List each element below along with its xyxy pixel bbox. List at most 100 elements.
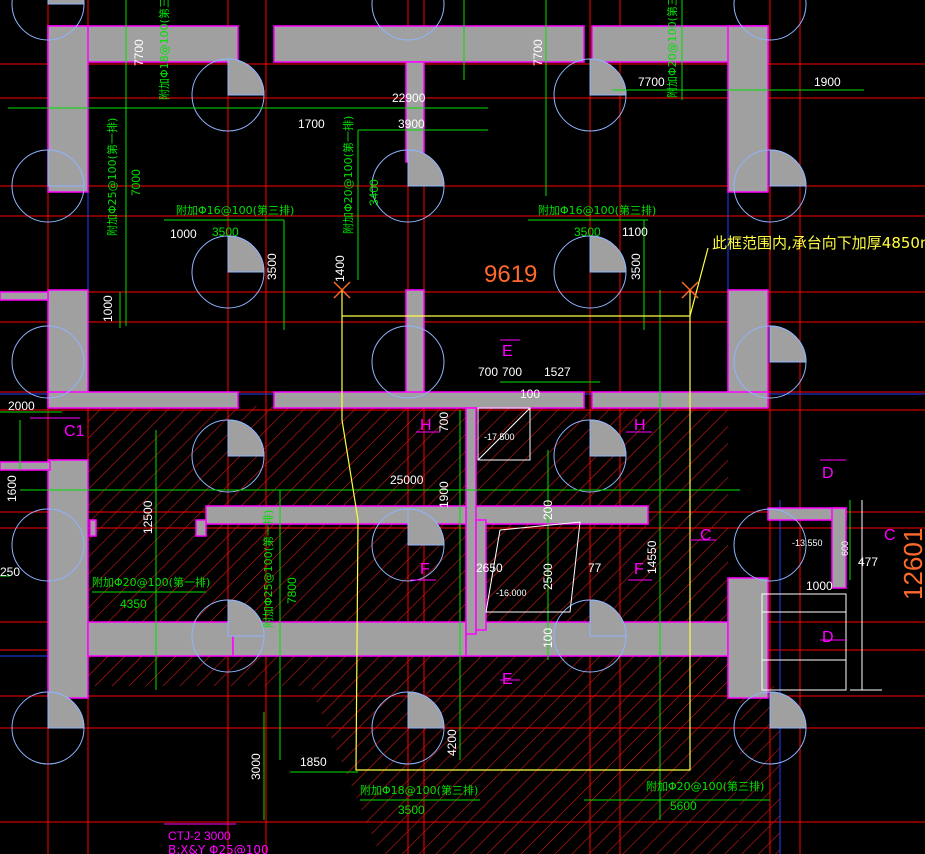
section-mark: F bbox=[634, 561, 644, 578]
section-mark: C bbox=[884, 527, 896, 544]
rebar-label: 附加Φ20@100(第一排) bbox=[341, 116, 355, 234]
rebar-label: 附加Φ20@100(第三排) bbox=[646, 779, 764, 793]
pile bbox=[371, 149, 445, 223]
dim-text: 77 bbox=[588, 561, 602, 575]
dim-text: 7700 bbox=[132, 39, 146, 66]
pile bbox=[553, 599, 627, 673]
dim-text: 1100 bbox=[622, 225, 648, 239]
pile bbox=[11, 0, 85, 41]
dim-text: 2500 bbox=[541, 563, 555, 590]
dim-text: 5600 bbox=[670, 799, 697, 813]
rebar-label: 附加Φ25@100(第一排) bbox=[105, 118, 119, 236]
section-mark: F bbox=[420, 561, 430, 578]
dim-text: 700 bbox=[502, 365, 522, 379]
dim-text: 600 bbox=[840, 541, 850, 556]
dim-text: 100 bbox=[520, 387, 540, 401]
pile bbox=[371, 508, 445, 582]
elevation-label: -16.000 bbox=[496, 588, 527, 598]
dim-text: 12500 bbox=[141, 500, 155, 534]
dim-text: 7000 bbox=[129, 169, 143, 196]
dim-text: 7700 bbox=[638, 75, 665, 89]
dim-text: 477 bbox=[858, 555, 878, 569]
rebar-label: 附加Φ20@100(第三排) bbox=[665, 0, 679, 98]
rebar-label: 附加Φ20@100(第一排) bbox=[92, 575, 210, 589]
dim-text: 25000 bbox=[390, 473, 424, 487]
rebar-label: 附加Φ18@100(第三排) bbox=[157, 0, 171, 100]
dim-text: 22900 bbox=[392, 91, 426, 105]
rebar-label: 附加Φ16@100(第三排) bbox=[176, 203, 294, 217]
dim-text: 250 bbox=[0, 565, 20, 579]
dim-text: 3500 bbox=[265, 253, 279, 280]
pile bbox=[733, 691, 807, 765]
dim-text: 1400 bbox=[333, 255, 347, 282]
pile bbox=[371, 0, 445, 41]
dim-text: 1600 bbox=[5, 475, 19, 502]
section-mark: D bbox=[822, 465, 834, 482]
dim-text: 1700 bbox=[298, 117, 325, 131]
pile bbox=[553, 419, 627, 493]
dim-text: 3400 bbox=[367, 179, 381, 206]
dim-text: 3500 bbox=[398, 803, 425, 817]
dim-text: 3500 bbox=[629, 253, 643, 280]
section-mark: C1 bbox=[64, 423, 85, 440]
pile bbox=[733, 508, 807, 582]
pile-cap-rebar-tag: B:X&Y Φ25@100 bbox=[168, 843, 269, 854]
pile bbox=[371, 691, 445, 765]
pile bbox=[191, 419, 265, 493]
pile bbox=[11, 508, 85, 582]
section-lines bbox=[30, 339, 846, 825]
section-mark: C bbox=[700, 527, 712, 544]
dim-text: 700 bbox=[478, 365, 498, 379]
dim-text: 3900 bbox=[398, 117, 425, 131]
dim-text: 1850 bbox=[300, 755, 327, 769]
thickening-note: 此框范围内,承台向下加厚4850m bbox=[712, 234, 925, 252]
dim-text: 7800 bbox=[285, 577, 299, 604]
pile bbox=[553, 235, 627, 309]
detail-box bbox=[761, 500, 882, 691]
dim-text: 1000 bbox=[101, 295, 115, 322]
elevation-label: -17.500 bbox=[484, 432, 515, 442]
section-mark: H bbox=[420, 417, 432, 434]
dimension-lines bbox=[0, 0, 864, 820]
pile bbox=[553, 58, 627, 132]
dim-text: 200 bbox=[541, 500, 555, 520]
detail-lines bbox=[477, 407, 581, 613]
pile bbox=[191, 235, 265, 309]
dim-text: 3500 bbox=[212, 225, 239, 239]
pile bbox=[371, 325, 445, 399]
pile bbox=[191, 599, 265, 673]
pile bbox=[733, 0, 807, 41]
side-dimension: 12601 bbox=[898, 528, 925, 600]
dim-text: 1527 bbox=[544, 365, 571, 379]
pile bbox=[11, 149, 85, 223]
dim-text: 14550 bbox=[645, 540, 659, 574]
pile bbox=[191, 58, 265, 132]
dim-text: 100 bbox=[541, 628, 555, 648]
cross-markers bbox=[333, 281, 699, 299]
dim-text: 1900 bbox=[437, 481, 451, 508]
pile bbox=[733, 149, 807, 223]
piles bbox=[11, 0, 807, 765]
thickening-boundary bbox=[341, 247, 709, 771]
dim-text: 3000 bbox=[249, 753, 263, 780]
pile-cap-tag: CTJ-2 3000 bbox=[168, 829, 231, 843]
section-mark: E bbox=[502, 671, 513, 688]
dim-text: 7700 bbox=[531, 39, 545, 66]
section-mark: H bbox=[634, 417, 646, 434]
dim-text: 1000 bbox=[806, 579, 833, 593]
pile bbox=[11, 325, 85, 399]
pile bbox=[733, 325, 807, 399]
section-mark: D bbox=[822, 629, 834, 646]
dim-text: 2000 bbox=[8, 399, 35, 413]
elevation-label: -13.550 bbox=[792, 538, 823, 548]
dim-text: 3500 bbox=[574, 225, 601, 239]
rebar-label: 附加Φ25@100(第一排) bbox=[261, 510, 275, 628]
dim-text: 1900 bbox=[814, 75, 841, 89]
dim-text: 4350 bbox=[120, 597, 147, 611]
rebar-label: 附加Φ16@100(第三排) bbox=[538, 203, 656, 217]
rebar-label: 附加Φ18@100(第三排) bbox=[360, 783, 478, 797]
pile bbox=[11, 691, 85, 765]
dim-text: 1000 bbox=[170, 227, 197, 241]
section-mark: E bbox=[502, 343, 513, 360]
